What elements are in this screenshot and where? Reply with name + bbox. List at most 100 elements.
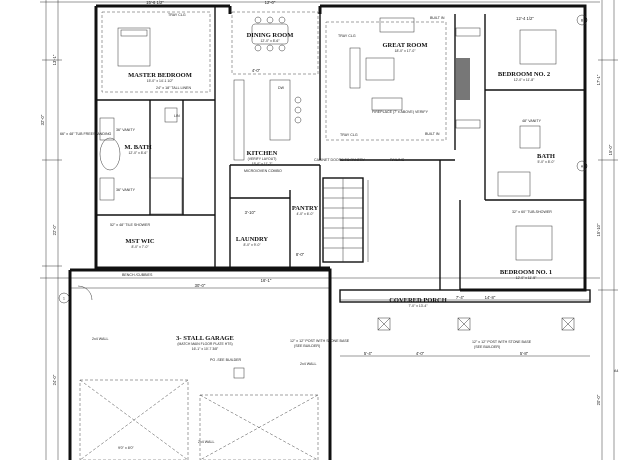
vanity (99, 177, 115, 201)
bedroom-1-label: BEDROOM NO. 1 (500, 269, 552, 276)
kitchen-island (269, 79, 291, 141)
dimension: 8'-0" (296, 252, 305, 257)
master-tray-ceiling (101, 11, 211, 93)
dimension: 14'-8" (485, 295, 496, 300)
stool (294, 116, 302, 124)
great-room-size: 18'-0" x 17'-0" (395, 49, 417, 53)
vanity-note: 36" VANITY (116, 188, 136, 192)
tray-ceiling-note: TRAY CLG (340, 133, 358, 137)
dimension: 15'-10" (596, 223, 601, 237)
dimension: 16'-1" (261, 278, 272, 283)
chair (266, 44, 274, 52)
dining-room-label: DINING ROOM (247, 32, 294, 39)
tall-linen-note: 24" x 18" TALL LINEN (156, 86, 191, 90)
bedroom-1-bed (515, 225, 553, 261)
mst-wic-size: 8'-0" x 7'-0" (131, 245, 149, 249)
dimension: 5'-4" (364, 351, 373, 356)
master-bedroom-label: MASTER BEDROOM (128, 72, 192, 79)
freestanding-tub (99, 137, 121, 171)
great-room-label: GREAT ROOM (382, 42, 427, 49)
tray-ceiling-note: TRAY CLG (168, 13, 186, 17)
dimension: 4'-0" (416, 351, 425, 356)
vanity-note: 36" VANITY (116, 128, 136, 132)
dimension: 32'-0" (40, 114, 45, 125)
m-bath-label: M. BATH (124, 144, 151, 151)
master-bedroom-size: 15'-0" x 14'-1 1/2" (147, 79, 174, 83)
kitchen-note: (VERIFY LAYOUT) (248, 157, 277, 161)
pantry-label: PANTRY (292, 205, 319, 212)
wall-note: 2x4 WALL (92, 337, 108, 341)
exterior-walls (94, 4, 587, 292)
built-in-note: BUILT IN (430, 16, 445, 20)
tub-note: 66" x 48" TUB FREESTANDING (60, 132, 112, 136)
toilet (164, 107, 178, 123)
bedroom-2-size: 12'-0" x 11'-8" (514, 78, 535, 82)
post-note: 12" x 12" POST WITH STONE BASE (290, 339, 350, 343)
dimension: 12'-0" (265, 0, 276, 5)
svg-text:B: B (581, 19, 584, 23)
svg-text:A: A (581, 165, 584, 169)
built-in-cabinet (455, 27, 481, 37)
kitchen-size: 15'-0" x 11'-2" (252, 162, 273, 166)
bedroom-1-size: 12'-0" x 11'-5" (516, 276, 537, 280)
built-in-note: BUILT IN (425, 132, 440, 136)
garage-walls (68, 268, 332, 460)
dimension: 15'-0" (608, 144, 613, 155)
microoven-note: MICRO/OVEN COMBO (244, 169, 282, 173)
master-bed (117, 27, 151, 67)
mst-wic-label: MST WIC (125, 238, 155, 245)
bedroom-2-label: BEDROOM NO. 2 (498, 71, 550, 78)
po-note: PO -SEE BUILDER (210, 358, 242, 362)
vanity-note: 48" VANITY (522, 119, 542, 123)
railing-note: RAILING (390, 158, 405, 162)
post-note: (SEE BUILDER) (474, 345, 500, 349)
covered-porch-outline (339, 289, 591, 331)
laundry-size: 8'-0" x 9'-0" (243, 243, 261, 247)
chair (278, 44, 286, 52)
dimension: 17'-1" (596, 74, 601, 85)
elevation-marker: A4 (614, 369, 618, 373)
section-marker: 1 A B A4 (58, 14, 618, 373)
dining-room-size: 12'-0" x 8'-6" (261, 39, 281, 43)
great-room-tray-ceiling (325, 21, 447, 141)
sofa (349, 47, 361, 89)
chair (254, 16, 262, 24)
tub-shower-note: 32" x 60" TUB-SHOWER (512, 210, 552, 214)
post-note: (SEE BUILDER) (294, 344, 320, 348)
garage-note: (MATCH MAIN FLOOR PLATE HTS) (177, 342, 232, 346)
dimension: 3'-10" (245, 210, 256, 215)
dimension-lines (40, 0, 618, 460)
garage-label: 3- STALL GARAGE (176, 335, 234, 342)
tile-shower-note: 52" x 48" TILE SHOWER (110, 223, 150, 227)
bath-2-tub (497, 171, 531, 197)
dining-tray-ceiling (231, 11, 319, 75)
stool (294, 96, 302, 104)
dimension: 22'-0" (52, 224, 57, 235)
bench-note: BENCH /CUBBIES (122, 273, 153, 277)
stool (294, 106, 302, 114)
sofa (365, 57, 395, 81)
dimension: 5'-8" (520, 351, 529, 356)
fireplace-note: FIREPLACE (7' x ABOVE) VERIFY (372, 110, 429, 114)
tray-ceiling-note: TRAY CLG (338, 34, 356, 38)
chair (278, 16, 286, 24)
sofa (379, 17, 415, 33)
bath-2-vanity (519, 125, 541, 149)
vanity (99, 117, 115, 141)
tile-shower (149, 177, 183, 215)
bedroom-2-bed (519, 29, 557, 65)
dining-table (251, 23, 289, 45)
svg-text:1: 1 (63, 297, 65, 301)
master-pillows (120, 29, 148, 37)
dimension: 15'-6 1/2" (146, 0, 164, 5)
built-in-cabinet (455, 119, 481, 129)
dimension: 20'-0" (596, 394, 601, 405)
wall-note: 2x4 WALL (198, 440, 214, 444)
garage-door-note: 9'0" x 8'0" (118, 446, 134, 450)
kitchen-counter (233, 79, 245, 161)
wall-note: 2x4 WALL (300, 362, 316, 366)
dimension: 30'-0" (195, 283, 206, 288)
pantry-size: 4'-0" x 6'-0" (296, 212, 314, 216)
cabinet-note: CABINET DOORS TO PANTRY (314, 158, 365, 162)
